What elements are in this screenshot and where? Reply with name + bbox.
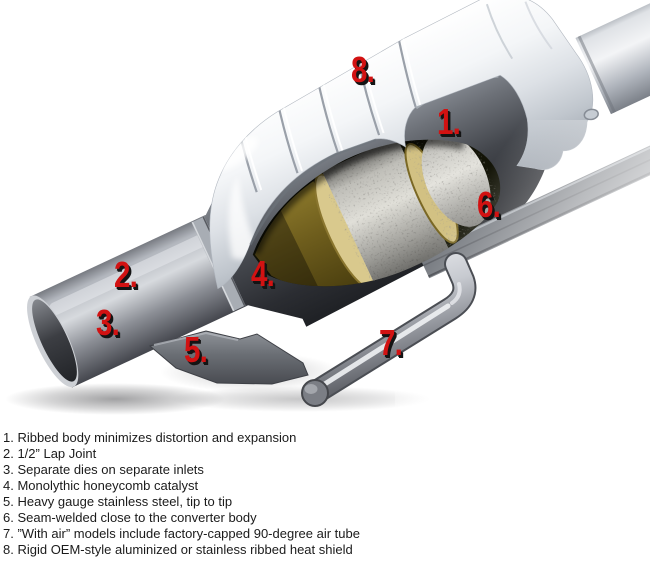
callout-6: 6.: [477, 184, 501, 225]
feature-item-2: 2. 1/2” Lap Joint: [3, 446, 97, 461]
flange-bolt-hole: [583, 108, 599, 121]
callout-5: 5.: [184, 329, 208, 370]
callout-2: 2.: [114, 254, 138, 295]
callout-4: 4.: [251, 253, 275, 294]
converter-illustration: [5, 0, 650, 428]
feature-item-1: 1. Ribbed body minimizes distortion and …: [3, 430, 297, 445]
air-tube: [301, 252, 477, 407]
converter-photo: 1. 2. 3. 4. 5. 6. 7. 8.: [5, 0, 650, 428]
feature-item-3: 3. Separate dies on separate inlets: [3, 462, 204, 477]
feature-item-7: 7. ”With air” models include factory-cap…: [3, 526, 360, 541]
air-tube-cap: [301, 379, 329, 407]
feature-item-6: 6. Seam-welded close to the converter bo…: [3, 510, 257, 525]
callout-7: 7.: [379, 322, 403, 363]
callout-3: 3.: [96, 302, 120, 343]
feature-item-5: 5. Heavy gauge stainless steel, tip to t…: [3, 494, 233, 509]
bottom-flange: [148, 330, 309, 385]
callout-1: 1.: [437, 101, 461, 142]
callout-8: 8.: [351, 49, 375, 90]
background-fade: [395, 120, 650, 428]
feature-list: 1. Ribbed body minimizes distortion and …: [3, 430, 647, 558]
feature-item-8: 8. Rigid OEM-style aluminized or stainle…: [3, 542, 353, 557]
feature-item-4: 4. Monolythic honeycomb catalyst: [3, 478, 199, 493]
outlet-pipe: [575, 0, 650, 115]
inlet-pipe: [27, 214, 248, 388]
